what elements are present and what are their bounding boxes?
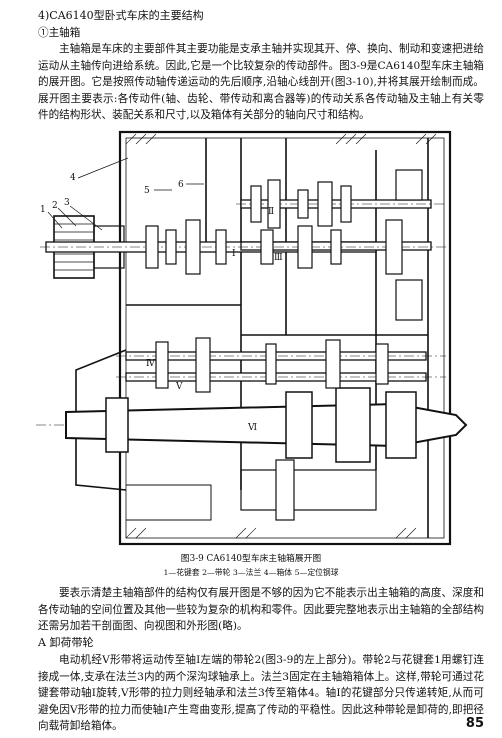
part-label-3: 3	[64, 198, 70, 208]
section-heading-pulley: A 卸荷带轮	[38, 636, 94, 649]
figure-caption: 图3-9 CA6140型车床主轴箱展开图	[180, 554, 322, 564]
shaft-label-I: Ⅰ	[232, 249, 236, 259]
headstock-expanded-drawing: 1 2 3 4 5 6 Ⅰ Ⅱ Ⅲ Ⅳ Ⅴ Ⅵ	[36, 130, 468, 546]
shaft-label-IV: Ⅳ	[146, 359, 156, 369]
shaft-label-VI: Ⅵ	[247, 423, 257, 433]
part-label-4: 4	[70, 173, 76, 183]
part-label-6: 6	[178, 180, 184, 190]
section-heading-main: 4)CA6140型卧式车床的主要结构	[38, 9, 204, 22]
intro-paragraph: 主轴箱是车床的主要部件其主要功能是支承主轴并实现其开、停、换向、制动和变速把进给…	[38, 43, 484, 121]
part-label-2: 2	[52, 201, 58, 211]
housing-outline	[118, 130, 452, 546]
page-number: 85	[465, 716, 484, 731]
body-paragraph: 要表示清楚主轴箱部件的结构仅有展开图是不够的因为它不能表示出主轴箱的高度、深度和…	[38, 587, 484, 632]
part-label-5: 5	[144, 186, 150, 196]
leader-lines	[47, 157, 204, 231]
last-paragraph: 电动机经V形带将运动传至轴Ⅰ左端的带轮2(图3-9的左上部分)。带轮2与花键套1…	[38, 654, 484, 732]
shaft-label-II: Ⅱ	[268, 207, 274, 217]
shaft-label-V: Ⅴ	[175, 382, 183, 392]
gear-set	[145, 169, 423, 393]
section-hatching	[125, 133, 437, 539]
figure-legend: 1—花键套 2—带轮 3—法兰 4—箱体 5—定位钢球	[163, 568, 339, 577]
part-label-1: 1	[40, 205, 46, 215]
shaft-label-III: Ⅲ	[274, 253, 283, 263]
subsection-heading: ①主轴箱	[38, 27, 81, 39]
